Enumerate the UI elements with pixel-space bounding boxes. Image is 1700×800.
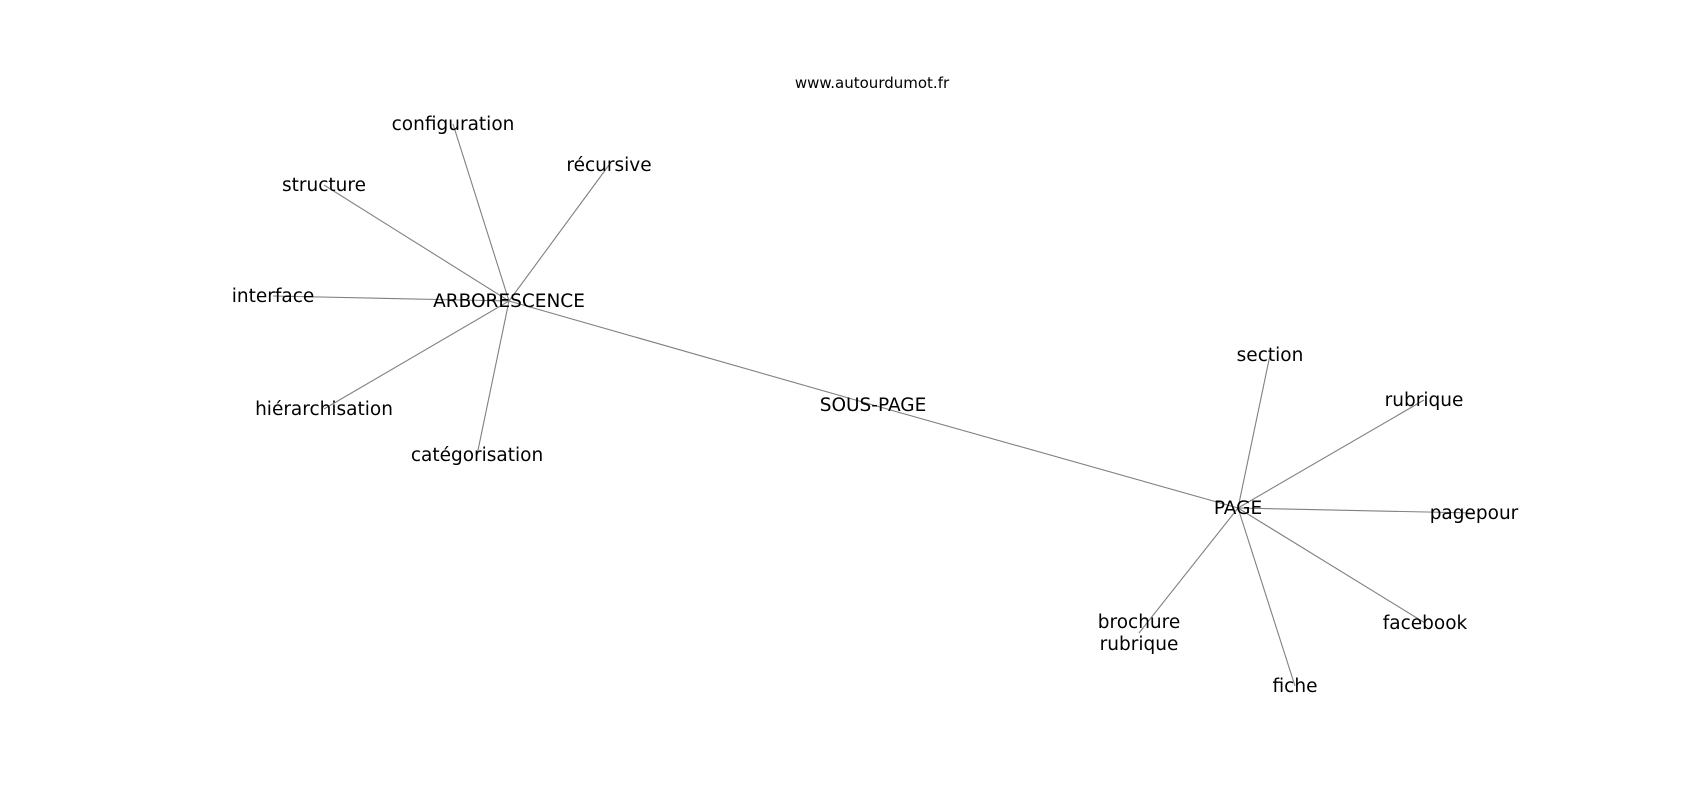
edge-arborescence-categorisation xyxy=(476,300,510,456)
node-fiche: fiche xyxy=(1273,676,1318,697)
edge-page-pagepour xyxy=(1237,507,1475,514)
edge-arborescence-configuration xyxy=(452,123,510,302)
node-sous-page: SOUS-PAGE xyxy=(820,395,927,416)
edge-arborescence-recursive xyxy=(508,164,610,302)
source-url: www.autourdumot.fr xyxy=(795,74,950,92)
edge-page-facebook xyxy=(1237,507,1426,624)
graph-edges xyxy=(272,123,1475,687)
edge-page-brochure-rubrique xyxy=(1138,507,1239,634)
node-rubrique: rubrique xyxy=(1385,390,1464,411)
graph-nodes: ARBORESCENCE configuration récursive struct… xyxy=(232,114,1519,697)
node-section: section xyxy=(1237,345,1304,366)
edge-page-rubrique xyxy=(1237,399,1425,509)
edge-page-section xyxy=(1237,354,1271,509)
edge-arborescence-structure xyxy=(323,184,510,302)
node-recursive: récursive xyxy=(566,155,651,176)
node-configuration: configuration xyxy=(392,114,515,135)
node-pagepour: pagepour xyxy=(1430,503,1519,524)
node-facebook: facebook xyxy=(1383,613,1468,634)
edge-arborescence-sous-page xyxy=(508,300,874,406)
node-categorisation: catégorisation xyxy=(411,445,543,466)
node-page: PAGE xyxy=(1214,498,1262,519)
node-interface: interface xyxy=(232,286,315,307)
node-structure: structure xyxy=(282,175,366,196)
edge-page-fiche xyxy=(1237,507,1296,687)
edge-arborescence-interface xyxy=(272,295,510,302)
node-arborescence: ARBORESCENCE xyxy=(433,291,585,312)
edge-arborescence-hierarchisation xyxy=(323,300,510,410)
edge-sous-page-page xyxy=(872,404,1239,509)
node-hierarchisation: hiérarchisation xyxy=(255,399,393,420)
